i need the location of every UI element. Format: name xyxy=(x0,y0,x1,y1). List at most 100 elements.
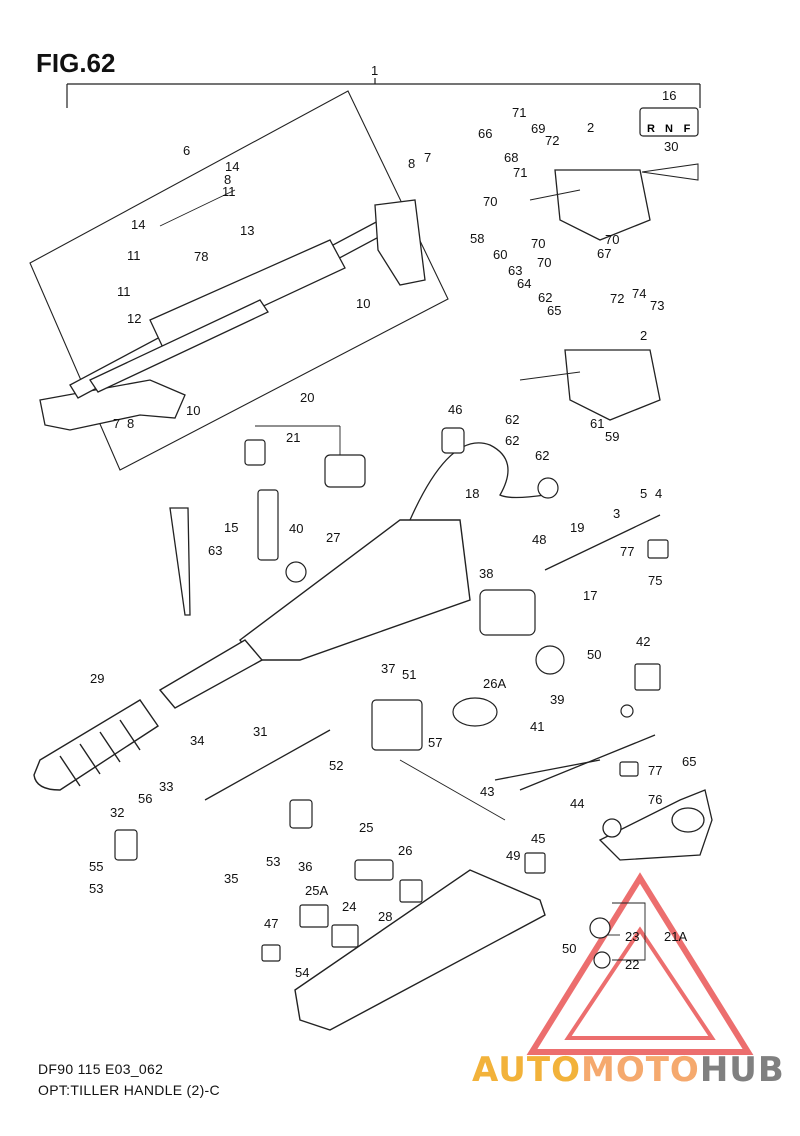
callout-6-6: 6 xyxy=(183,143,190,158)
callout-42-51: 42 xyxy=(636,634,650,649)
callout-63-77: 63 xyxy=(208,543,222,558)
callout-53-63: 53 xyxy=(89,881,103,896)
callout-65-81: 65 xyxy=(682,754,696,769)
callout-55-66: 55 xyxy=(89,859,103,874)
callout-45-54: 45 xyxy=(531,831,545,846)
callout-62-75: 62 xyxy=(505,412,519,427)
callout-54-65: 54 xyxy=(295,965,309,980)
callout-16-22: 16 xyxy=(662,88,676,103)
watermark-brand: AUTOMOTOHUB xyxy=(472,1050,785,1090)
callout-15-21: 15 xyxy=(224,520,238,535)
callout-13-18: 13 xyxy=(240,223,254,238)
shift-letter-r: R xyxy=(647,123,655,135)
callout-21a-28: 21A xyxy=(664,929,687,944)
callout-68-84: 68 xyxy=(504,150,518,165)
callout-43-52: 43 xyxy=(480,784,494,799)
callout-10-12: 10 xyxy=(356,296,370,311)
assembly-bracket xyxy=(66,78,701,108)
callout-7-8: 7 xyxy=(113,416,120,431)
callout-30-39: 30 xyxy=(664,139,678,154)
callout-26a-35: 26A xyxy=(483,676,506,691)
callout-57-68: 57 xyxy=(428,735,442,750)
callout-51-61: 51 xyxy=(402,667,416,682)
callout-8-11: 8 xyxy=(224,172,231,187)
callout-73-94: 73 xyxy=(650,298,664,313)
callout-26-34: 26 xyxy=(398,843,412,858)
tiller-handle-body xyxy=(158,519,471,709)
callout-75-96: 75 xyxy=(648,573,662,588)
callout-58-69: 58 xyxy=(470,231,484,246)
callout-24-31: 24 xyxy=(342,899,356,914)
callout-47-56: 47 xyxy=(264,916,278,931)
callout-7-7: 7 xyxy=(424,150,431,165)
callout-14-20: 14 xyxy=(225,159,239,174)
callout-70-87: 70 xyxy=(605,232,619,247)
callout-77-98: 77 xyxy=(620,544,634,559)
callout-70-88: 70 xyxy=(483,194,497,209)
callout-69-85: 69 xyxy=(531,121,545,136)
callout-8-9: 8 xyxy=(408,156,415,171)
callout-64-79: 64 xyxy=(517,276,531,291)
callout-19-25: 19 xyxy=(570,520,584,535)
callout-27-36: 27 xyxy=(326,530,340,545)
callout-62-76: 62 xyxy=(505,433,519,448)
callout-21-27: 21 xyxy=(286,430,300,445)
figure-caption: OPT:TILLER HANDLE (2)-C xyxy=(38,1082,220,1098)
callout-37-46: 37 xyxy=(381,661,395,676)
callout-11-14: 11 xyxy=(222,184,236,199)
callout-28-37: 28 xyxy=(378,909,392,924)
callout-11-15: 11 xyxy=(127,248,141,263)
tiller-arm-outline xyxy=(39,199,426,431)
callout-25-32: 25 xyxy=(359,820,373,835)
callout-71-91: 71 xyxy=(513,165,527,180)
figure-title: FIG.62 xyxy=(36,48,116,78)
callout-20-26: 20 xyxy=(300,390,314,405)
callout-10-13: 10 xyxy=(186,403,200,418)
cables xyxy=(169,442,661,801)
callout-5-5: 5 xyxy=(640,486,647,501)
small-parts xyxy=(114,427,669,969)
callout-59-70: 59 xyxy=(605,429,619,444)
callout-48-57: 48 xyxy=(532,532,546,547)
callout-22-29: 22 xyxy=(625,957,639,972)
callout-46-55: 46 xyxy=(448,402,462,417)
callout-8-10: 8 xyxy=(127,416,134,431)
callout-72-92: 72 xyxy=(545,133,559,148)
shift-letter-n: N xyxy=(665,123,673,135)
watermark-triangle xyxy=(526,872,754,1055)
callout-2-2: 2 xyxy=(640,328,647,343)
brand-hub: HUB xyxy=(699,1050,785,1090)
callout-78-100: 78 xyxy=(194,249,208,264)
callout-32-41: 32 xyxy=(110,805,124,820)
callout-44-53: 44 xyxy=(570,796,584,811)
callout-60-71: 60 xyxy=(493,247,507,262)
callout-52-62: 52 xyxy=(329,758,343,773)
callout-56-67: 56 xyxy=(138,791,152,806)
callout-39-48: 39 xyxy=(550,692,564,707)
brand-auto: AUTO xyxy=(472,1050,581,1090)
callout-62-74: 62 xyxy=(538,290,552,305)
callout-72-93: 72 xyxy=(610,291,624,306)
brand-moto: MOTO xyxy=(580,1050,700,1090)
callout-1-0: 1 xyxy=(371,63,378,78)
callout-70-89: 70 xyxy=(531,236,545,251)
callout-18-24: 18 xyxy=(465,486,479,501)
direction-arrow-31 xyxy=(641,163,699,181)
callout-65-80: 65 xyxy=(547,303,561,318)
shift-letter-f: F xyxy=(684,123,691,135)
callout-14-19: 14 xyxy=(131,217,145,232)
callout-77-99: 77 xyxy=(648,763,662,778)
callout-40-49: 40 xyxy=(289,521,303,536)
callout-17-23: 17 xyxy=(583,588,597,603)
callout-74-95: 74 xyxy=(632,286,646,301)
callout-53-64: 53 xyxy=(266,854,280,869)
callout-50-59: 50 xyxy=(587,647,601,662)
callout-36-45: 36 xyxy=(298,859,312,874)
callout-76-97: 76 xyxy=(648,792,662,807)
callout-29-38: 29 xyxy=(90,671,104,686)
callout-25a-33: 25A xyxy=(305,883,328,898)
callout-3-3: 3 xyxy=(613,506,620,521)
callout-63-78: 63 xyxy=(508,263,522,278)
